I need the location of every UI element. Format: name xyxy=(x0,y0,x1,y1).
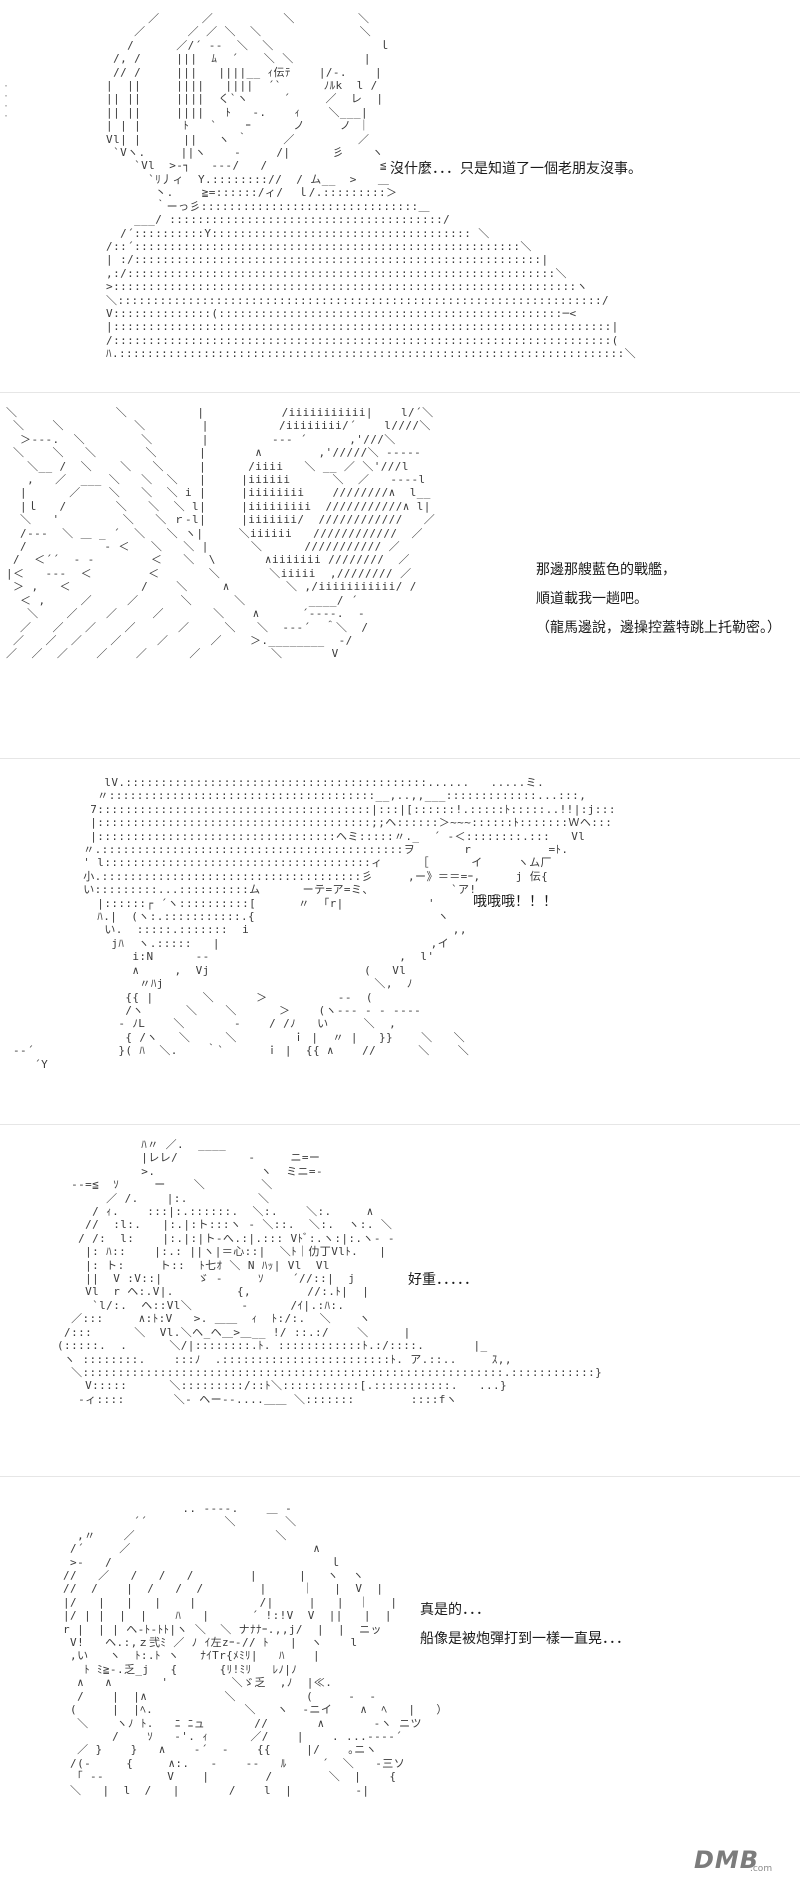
edge-mark: · xyxy=(3,91,10,102)
dialogue-line: 真是的．．． xyxy=(420,1602,490,1618)
panel-divider xyxy=(0,392,800,393)
dialogue-line: 哦哦哦！！！ xyxy=(473,894,557,910)
watermark-text: DMB xyxy=(694,1846,760,1874)
dialogue-line: （龍馬邊說，邊操控蓋特跳上托勒密。） xyxy=(536,620,781,636)
dialogue-box-2: 那邊那艘藍色的戰艦， 順道載我一趟吧。 （龍馬邊說，邊操控蓋特跳上托勒密。） xyxy=(536,556,781,643)
edge-mark: · xyxy=(3,81,10,92)
site-watermark-logo: DMB .com xyxy=(694,1846,790,1878)
watermark-suffix: .com xyxy=(750,1864,773,1874)
dialogue-line: 順道載我一趟吧。 xyxy=(536,591,648,607)
panel-divider xyxy=(0,1476,800,1477)
ascii-art-character-1: ／ ／ ＼ ＼ ／ ／ ／ ＼ ＼ ＼ / ／/´ ‐- ＼ ＼ ｌ /, / … xyxy=(106,12,636,361)
panel-5: .. ‐‐‐‐. ＿ ‐ ´´ ＼ ＼ ,〃 ／ ＼ /´ ／ ∧ >‐ / ｌ… xyxy=(0,1480,800,1884)
dialogue-box-5: 真是的．．． 船像是被炮彈打到一樣一直晃．．． xyxy=(420,1596,630,1654)
dialogue-box-3: 哦哦哦！！！ xyxy=(473,888,557,917)
ascii-art-character-3: lV.:::::::::::::::::::::::::::::::::::::… xyxy=(13,776,616,1071)
edge-mark: · xyxy=(3,101,10,112)
panel-1: ／ ／ ＼ ＼ ／ ／ ／ ＼ ＼ ＼ / ／/´ ‐- ＼ ＼ ｌ /, / … xyxy=(0,0,800,390)
panel-divider xyxy=(0,1124,800,1125)
ascii-art-character-4: ﾊ〃 ／. ____ |レレ/ ‐ ニ=ー >. ヽ ミニ=- ‐-=≦ ｿ ー… xyxy=(57,1138,603,1406)
dialogue-line: 那邊那艘藍色的戰艦， xyxy=(536,562,676,578)
panel-2: ＼ ＼ | /iiiiiiiiiii| l/´＼ ＼ ＼ ＼ | /iiiiii… xyxy=(0,396,800,752)
panel-divider xyxy=(0,758,800,759)
ascii-art-mecha-launch: ＼ ＼ | /iiiiiiiiiii| l/´＼ ＼ ＼ ＼ | /iiiiii… xyxy=(6,406,436,661)
dialogue-box-1: 沒什麼．．．只是知道了一個老朋友沒事。 xyxy=(390,155,642,184)
dialogue-line: 船像是被炮彈打到一樣一直晃．．． xyxy=(420,1631,630,1647)
panel-4: ﾊ〃 ／. ____ |レレ/ ‐ ニ=ー >. ヽ ミニ=- ‐-=≦ ｿ ー… xyxy=(0,1128,800,1458)
dialogue-line: 好重．．．．． xyxy=(408,1272,478,1288)
dialogue-line: 沒什麼．．．只是知道了一個老朋友沒事。 xyxy=(390,161,642,177)
dialogue-box-4: 好重．．．．． xyxy=(408,1266,478,1295)
ascii-art-character-5: .. ‐‐‐‐. ＿ ‐ ´´ ＼ ＼ ,〃 ／ ＼ /´ ／ ∧ >‐ / ｌ… xyxy=(63,1502,448,1797)
edge-mark: · xyxy=(3,111,10,122)
panel-3: lV.:::::::::::::::::::::::::::::::::::::… xyxy=(0,762,800,1122)
